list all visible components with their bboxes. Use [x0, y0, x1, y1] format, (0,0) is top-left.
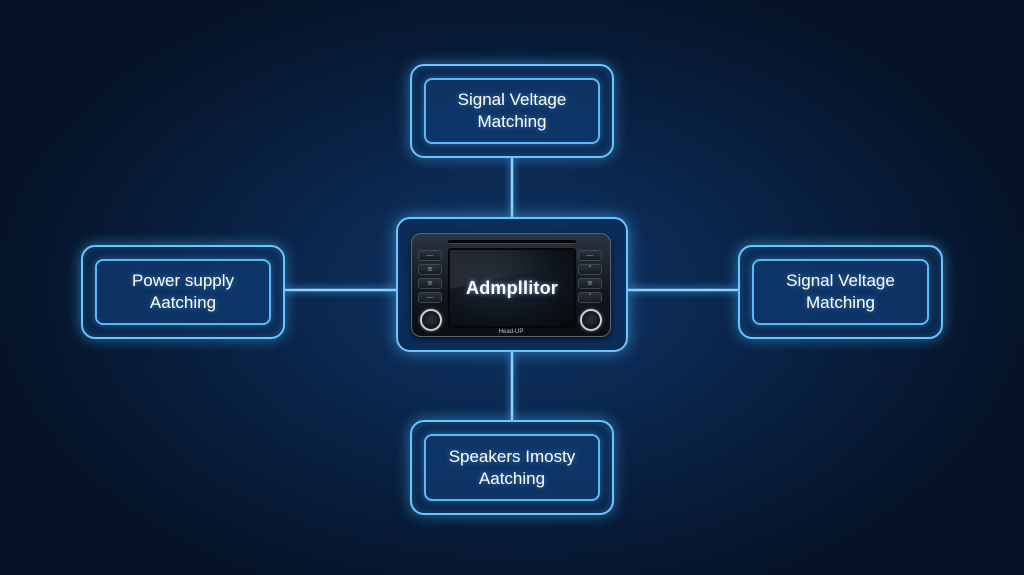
car-head-unit: — ≡ ≡ — — ˄ ≡ ˅ Admpllitor Head-UP: [411, 233, 611, 337]
list-icon: ≡: [578, 278, 602, 289]
node-label-line1: Power supply: [131, 271, 235, 290]
back-icon: —: [418, 292, 442, 303]
node-inner-box: Power supply Aatching: [95, 259, 271, 325]
node-label-line1: Signal Veltage: [786, 271, 895, 290]
brand-label: Head-UP: [498, 329, 524, 335]
node-label-line2: Matching: [806, 293, 875, 312]
right-button-panel: — ˄ ≡ ˅: [578, 250, 604, 306]
node-power-supply: Power supply Aatching: [81, 245, 285, 339]
settings-icon: ≡: [418, 264, 442, 275]
down-icon: ˅: [578, 292, 602, 303]
node-label-line1: Speakers Imosty: [448, 446, 576, 466]
node-label-line2: Aatching: [149, 293, 217, 312]
node-label-line1: Signal Veltage: [457, 90, 567, 109]
node-label-line2: Matching: [477, 112, 547, 131]
menu-icon: —: [418, 250, 442, 261]
separator-icon: —: [578, 250, 602, 261]
node-inner-box: Signal Veltage Matching: [424, 78, 600, 144]
screen-title: Admpllitor: [466, 277, 558, 298]
cd-slot: [448, 240, 576, 244]
node-inner-box: Signal Veltage Matching: [752, 259, 929, 325]
list-icon: ≡: [418, 278, 442, 289]
node-speakers: Speakers Imosty Aatching: [410, 420, 614, 515]
tuning-knob-icon: [580, 309, 602, 331]
head-unit-screen: Admpllitor: [448, 248, 576, 328]
node-label-line2: Aatching: [478, 468, 546, 488]
node-signal-voltage-top: Signal Veltage Matching: [410, 64, 614, 158]
node-signal-voltage-right: Signal Veltage Matching: [738, 245, 943, 339]
volume-knob-icon: [420, 309, 442, 331]
node-inner-box: Speakers Imosty Aatching: [424, 434, 600, 501]
up-icon: ˄: [578, 264, 602, 275]
left-button-panel: — ≡ ≡ —: [418, 250, 444, 306]
